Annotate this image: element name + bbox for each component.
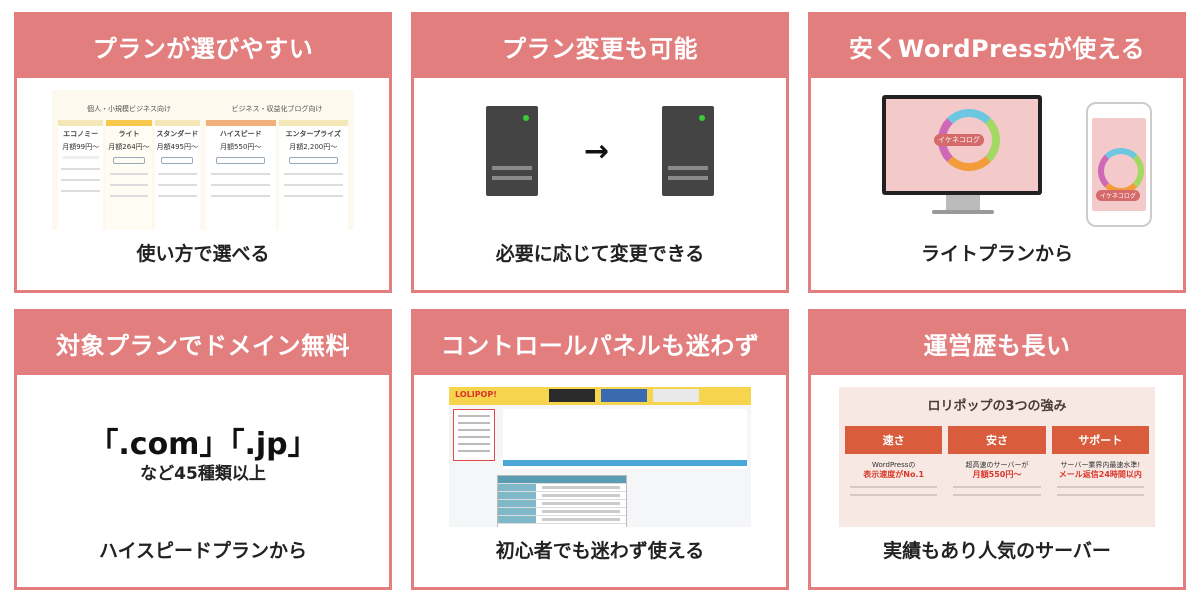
price-badge: 安さ [948,426,1046,454]
plan-price: 月額99円〜 [62,143,100,151]
card-body: イケネコログ イケネコログ ライトプランから [811,78,1183,290]
plan-name: スタンダード [156,130,199,138]
lolipop-logo: LOLIPOP! [455,390,497,399]
card-wordpress: 安くWordPressが使える イケネコログ イケネコログ [808,12,1186,293]
card-body: → 必要に応じて変更できる [414,78,786,290]
card-caption: 実績もあり人気のサーバー [883,540,1111,562]
plan-column: エコノミー 月額99円〜 [58,120,104,230]
smartphone-icon: イケネコログ [1086,102,1152,227]
strength-price: 安さ 超高速のサーバーが月額550円〜 [948,426,1046,496]
plan-price: 月額495円〜 [156,143,198,151]
card-title: コントロールパネルも迷わず [440,332,760,360]
device-mockup-image: イケネコログ イケネコログ [846,90,1152,230]
panel-sidebar-menu [453,409,495,461]
card-caption: 必要に応じて変更できる [495,243,705,265]
strength-sub: サーバー業界内最速水準! [1060,461,1141,469]
server-icon [486,106,538,196]
card-caption: 初心者でも迷わず使える [495,540,705,562]
speed-badge: 速さ [845,426,943,454]
plan-group-personal: 個人・小規模ビジネス向け エコノミー 月額99円〜 ライト 月額264円〜 [58,98,200,230]
card-title: 安くWordPressが使える [848,35,1146,63]
server-icon [662,106,714,196]
site-logo-label: イケネコログ [1096,190,1140,201]
plan-price: 月額2,200円〜 [289,143,338,151]
site-logo-label: イケネコログ [934,134,984,146]
domain-count: など45種類以上 [140,464,266,484]
card-free-domain: 対象プランでドメイン無料 「.com」「.jp」 など45種類以上 ハイスピード… [14,309,392,590]
card-caption: ハイスピードプランから [98,540,308,562]
card-body: LOLIPOP! [414,375,786,587]
card-control-panel: コントロールパネルも迷わず LOLIPOP! [411,309,789,590]
strength-highlight: 月額550円〜 [972,470,1022,479]
strengths-image: ロリポップの3つの強み 速さ WordPressの表示速度がNo.1 安さ 超高… [839,387,1155,527]
plan-column: ライト 月額264円〜 [106,120,152,230]
desktop-monitor-icon: イケネコログ [882,95,1042,195]
card-easy-plan: プランが選びやすい 個人・小規模ビジネス向け エコノミー 月額99円〜 [14,12,392,293]
card-caption: 使い方で選べる [136,243,270,265]
plan-name: ライト [118,130,140,138]
card-caption: ライトプランから [920,243,1073,265]
card-title: プランが選びやすい [92,35,314,63]
plan-group-title: ビジネス・収益化ブログ向け [231,105,323,113]
plan-price: 月額550円〜 [220,143,262,151]
plan-price: 月額264円〜 [108,143,150,151]
strengths-title: ロリポップの3つの強み [927,399,1067,414]
card-track-record: 運営歴も長い ロリポップの3つの強み 速さ WordPressの表示速度がNo.… [808,309,1186,590]
server-migration-image: → [414,106,786,216]
plan-column: エンタープライズ 月額2,200円〜 [278,120,348,230]
strength-highlight: メール返信24時間以内 [1058,470,1142,479]
plan-group-title: 個人・小規模ビジネス向け [87,105,171,113]
plan-name: ハイスピード [219,130,262,138]
domain-list: 「.com」「.jp」 [88,427,318,462]
panel-info-table [497,475,627,527]
control-panel-screenshot: LOLIPOP! [449,387,751,527]
panel-banner [503,409,747,469]
card-body: 「.com」「.jp」 など45種類以上 ハイスピードプランから [17,375,389,587]
plan-column: スタンダード 月額495円〜 [154,120,200,230]
strength-highlight: 表示速度がNo.1 [863,470,925,479]
plan-name: エコノミー [63,130,99,138]
plan-group-business: ビジネス・収益化ブログ向け ハイスピード 月額550円〜 エンタープライズ 月額… [206,98,348,230]
card-body: 個人・小規模ビジネス向け エコノミー 月額99円〜 ライト 月額264円〜 [17,78,389,290]
strength-sub: WordPressの [871,461,916,469]
arrow-right-icon: → [584,134,610,169]
card-title: プラン変更も可能 [502,35,698,63]
card-title: 運営歴も長い [923,332,1071,360]
card-plan-change: プラン変更も可能 → 必要に応じて変更できる [411,12,789,293]
strength-sub: 超高速のサーバーが [965,461,1029,469]
strength-support: サポート サーバー業界内最速水準!メール返信24時間以内 [1051,426,1149,496]
strength-speed: 速さ WordPressの表示速度がNo.1 [845,426,943,496]
plan-column: ハイスピード 月額550円〜 [206,120,276,230]
card-body: ロリポップの3つの強み 速さ WordPressの表示速度がNo.1 安さ 超高… [811,375,1183,587]
price-table-image: 個人・小規模ビジネス向け エコノミー 月額99円〜 ライト 月額264円〜 [52,90,354,230]
support-badge: サポート [1051,426,1149,454]
plan-name: エンタープライズ [285,130,341,138]
card-title: 対象プランでドメイン無料 [56,332,350,360]
